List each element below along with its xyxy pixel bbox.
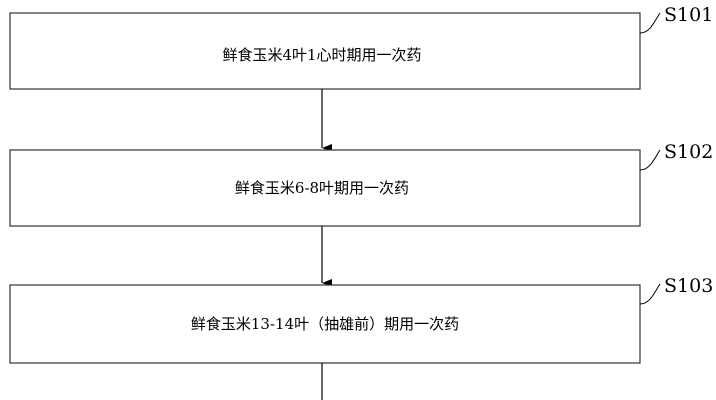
- step-box: [9, 284, 641, 364]
- step-text: 鲜食玉米13-14叶（抽雄前）期用一次药: [191, 315, 459, 333]
- step-text: 鲜食玉米6-8叶期用一次药: [235, 179, 409, 197]
- step-s101: 鲜食玉米4叶1心时期用一次药 S101: [9, 4, 713, 90]
- label-leader-line: [639, 149, 661, 171]
- step-box: [9, 12, 641, 90]
- step-text: 鲜食玉米4叶1心时期用一次药: [222, 46, 421, 64]
- label-leader-line: [639, 12, 661, 34]
- label-leader-line: [639, 283, 661, 305]
- step-label: S103: [664, 275, 713, 297]
- step-s103: 鲜食玉米13-14叶（抽雄前）期用一次药 S103: [9, 275, 713, 364]
- step-label: S102: [664, 141, 713, 163]
- step-s102: 鲜食玉米6-8叶期用一次药 S102: [9, 141, 713, 227]
- step-box: [9, 149, 641, 227]
- step-label: S101: [664, 4, 713, 26]
